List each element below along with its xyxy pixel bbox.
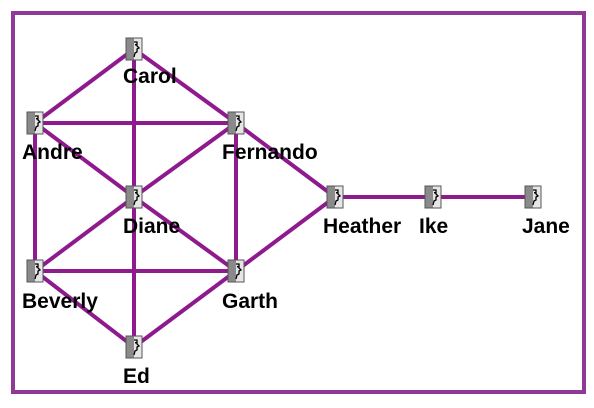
edges-layer — [33, 47, 535, 349]
node-andre: Andre — [22, 111, 83, 164]
edge-beverly-ed — [33, 269, 136, 349]
node-label-andre: Andre — [22, 141, 83, 164]
node-jane: Jane — [522, 185, 570, 238]
person-face-icon — [125, 335, 143, 359]
edge-fernando-heather — [234, 121, 337, 199]
person-face-icon — [227, 111, 245, 135]
person-face-icon — [125, 185, 143, 209]
node-label-heather: Heather — [323, 215, 401, 238]
edge-carol-andre — [33, 47, 136, 125]
node-carol: Carol — [123, 37, 177, 88]
person-face-icon — [326, 185, 344, 209]
edge-carol-fernando — [132, 47, 238, 125]
edge-fernando-diane — [132, 121, 238, 199]
node-label-garth: Garth — [222, 290, 278, 313]
node-garth: Garth — [222, 259, 278, 313]
node-label-ike: Ike — [419, 215, 448, 238]
edge-garth-ed — [132, 269, 238, 349]
node-ike: Ike — [419, 185, 448, 238]
person-face-icon — [524, 185, 542, 209]
person-face-icon — [26, 259, 44, 283]
node-label-ed: Ed — [123, 365, 150, 388]
person-face-icon — [26, 111, 44, 135]
person-face-icon — [424, 185, 442, 209]
node-label-jane: Jane — [522, 215, 570, 238]
node-beverly: Beverly — [22, 259, 98, 313]
node-ed: Ed — [123, 335, 150, 388]
node-label-beverly: Beverly — [22, 290, 98, 313]
node-label-diane: Diane — [123, 215, 180, 238]
edge-andre-diane — [33, 121, 136, 199]
person-face-icon — [227, 259, 245, 283]
node-label-carol: Carol — [123, 65, 177, 88]
node-fernando: Fernando — [222, 111, 318, 164]
node-diane: Diane — [123, 185, 180, 238]
node-label-fernando: Fernando — [222, 141, 318, 164]
node-heather: Heather — [323, 185, 401, 238]
edge-diane-beverly — [33, 195, 136, 273]
edge-garth-heather — [234, 195, 337, 273]
person-face-icon — [125, 37, 143, 61]
diagram-frame — [11, 11, 586, 394]
edge-diane-garth — [132, 195, 238, 273]
